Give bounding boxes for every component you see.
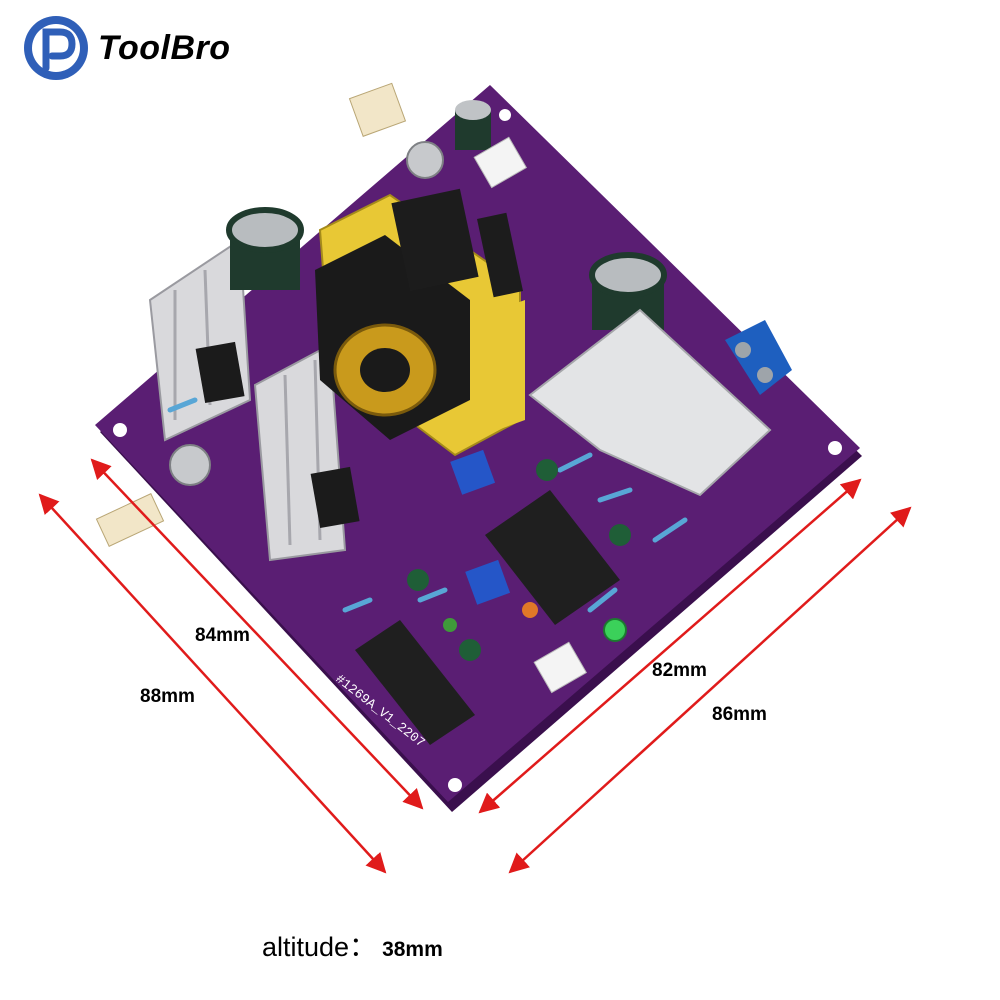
altitude-label: altitude： — [262, 932, 377, 962]
altitude-caption: altitude：38mm — [262, 925, 443, 964]
led-indicator — [603, 618, 627, 642]
terminal-block — [725, 320, 792, 395]
connector-white-top — [473, 136, 528, 189]
dim-outer-right: 86mm — [712, 704, 767, 725]
arrow-outer-left — [38, 493, 387, 874]
capacitor-large-1 — [226, 207, 304, 290]
toolbro-logo-icon — [24, 16, 88, 80]
dim-inner-left: 84mm — [195, 625, 250, 646]
heatsink-right — [528, 308, 772, 497]
spade-terminal-top — [348, 82, 444, 179]
altitude-value: 38mm — [382, 938, 443, 961]
mosfet-array — [391, 188, 523, 298]
arrow-outer-right — [508, 506, 912, 874]
dim-outer-left: 88mm — [140, 686, 195, 707]
brand-name: ToolBro — [98, 28, 231, 67]
capacitor-small-1 — [455, 100, 491, 150]
brand-logo: ToolBro — [22, 14, 231, 82]
dim-inner-right: 82mm — [652, 660, 707, 681]
